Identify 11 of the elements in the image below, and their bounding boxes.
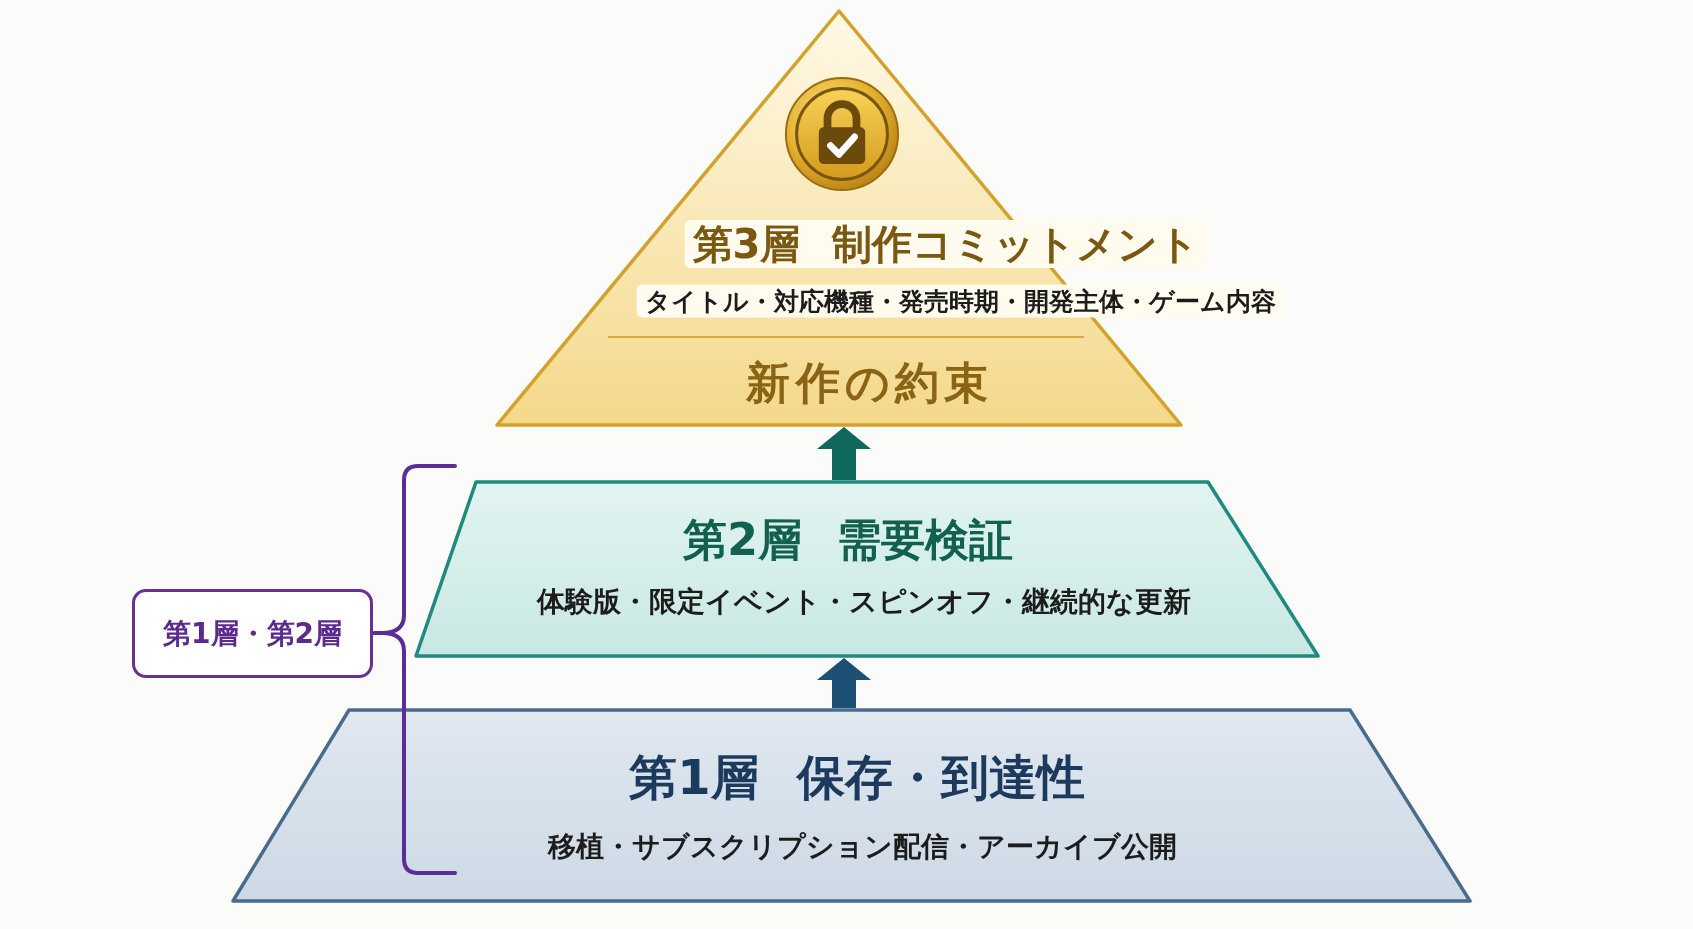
callout-label: 第1層・第2層 [163, 619, 342, 648]
tier-title: 第1層 保存・到達性 [629, 753, 1085, 801]
tier-title: 第3層 制作コミットメント [684, 220, 1208, 268]
tier-description: タイトル・対応機種・発売時期・開発主体・ゲーム内容 [636, 284, 1284, 318]
tier-tagline: 新作の約束 [746, 361, 994, 405]
arrow [817, 427, 871, 480]
callout-box [132, 589, 373, 678]
tier-description: 移植・サブスクリプション配信・アーカイブ公開 [547, 833, 1177, 861]
tier-title: 第2層 需要検証 [683, 518, 1013, 562]
tier-description: 体験版・限定イベント・スピンオフ・継続的な更新 [537, 588, 1191, 616]
arrow [817, 658, 871, 708]
